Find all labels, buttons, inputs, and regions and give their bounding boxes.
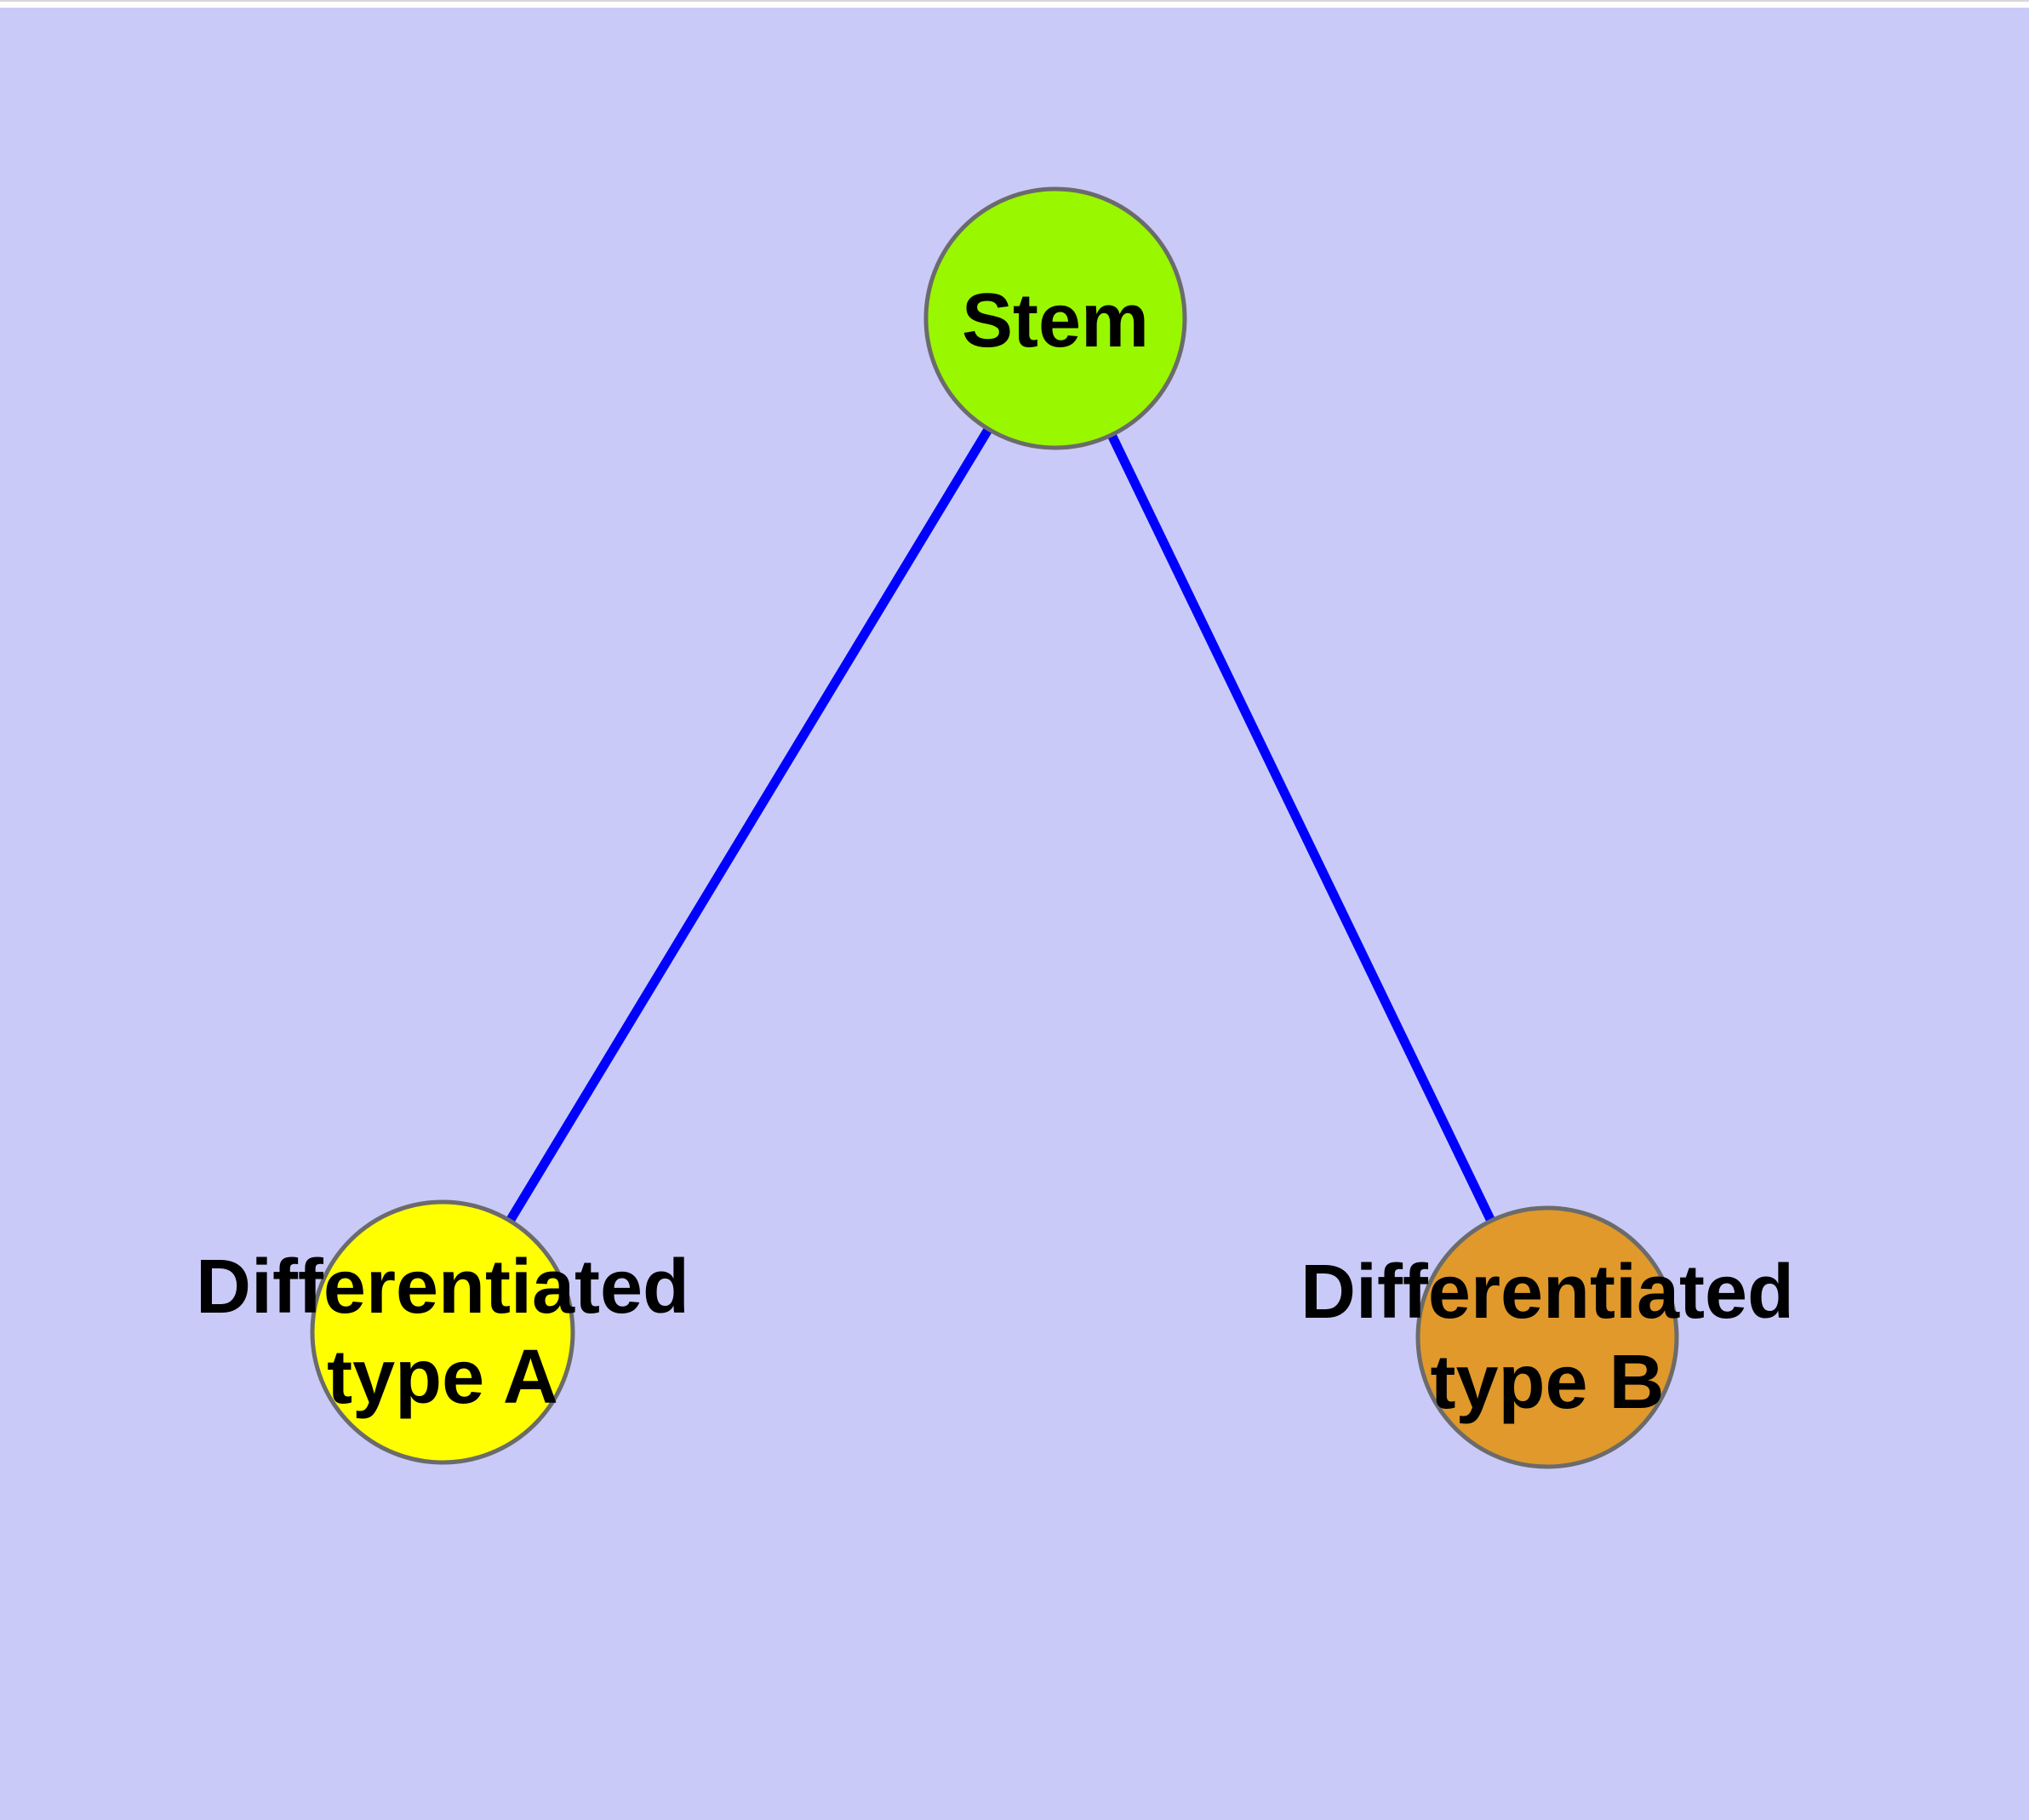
node-label-line: Differentiated <box>1300 1250 1794 1335</box>
node-stem: Stem <box>923 186 1187 450</box>
node-label-stem: Stem <box>962 278 1149 363</box>
node-circle-differentiated-type-b <box>1415 1205 1679 1469</box>
edges-layer <box>438 316 1552 1340</box>
edge-stem-to-differentiated-type-a <box>438 316 1060 1335</box>
node-label-line: Stem <box>962 278 1149 363</box>
node-label-line: Differentiated <box>196 1245 689 1330</box>
top-hairline <box>0 0 2029 2</box>
node-label-line: type B <box>1430 1340 1664 1425</box>
node-circle-stem <box>923 186 1187 450</box>
node-label-line: type A <box>327 1335 558 1420</box>
node-circle-differentiated-type-a <box>310 1199 575 1465</box>
edge-stem-to-differentiated-type-b <box>1051 316 1552 1340</box>
